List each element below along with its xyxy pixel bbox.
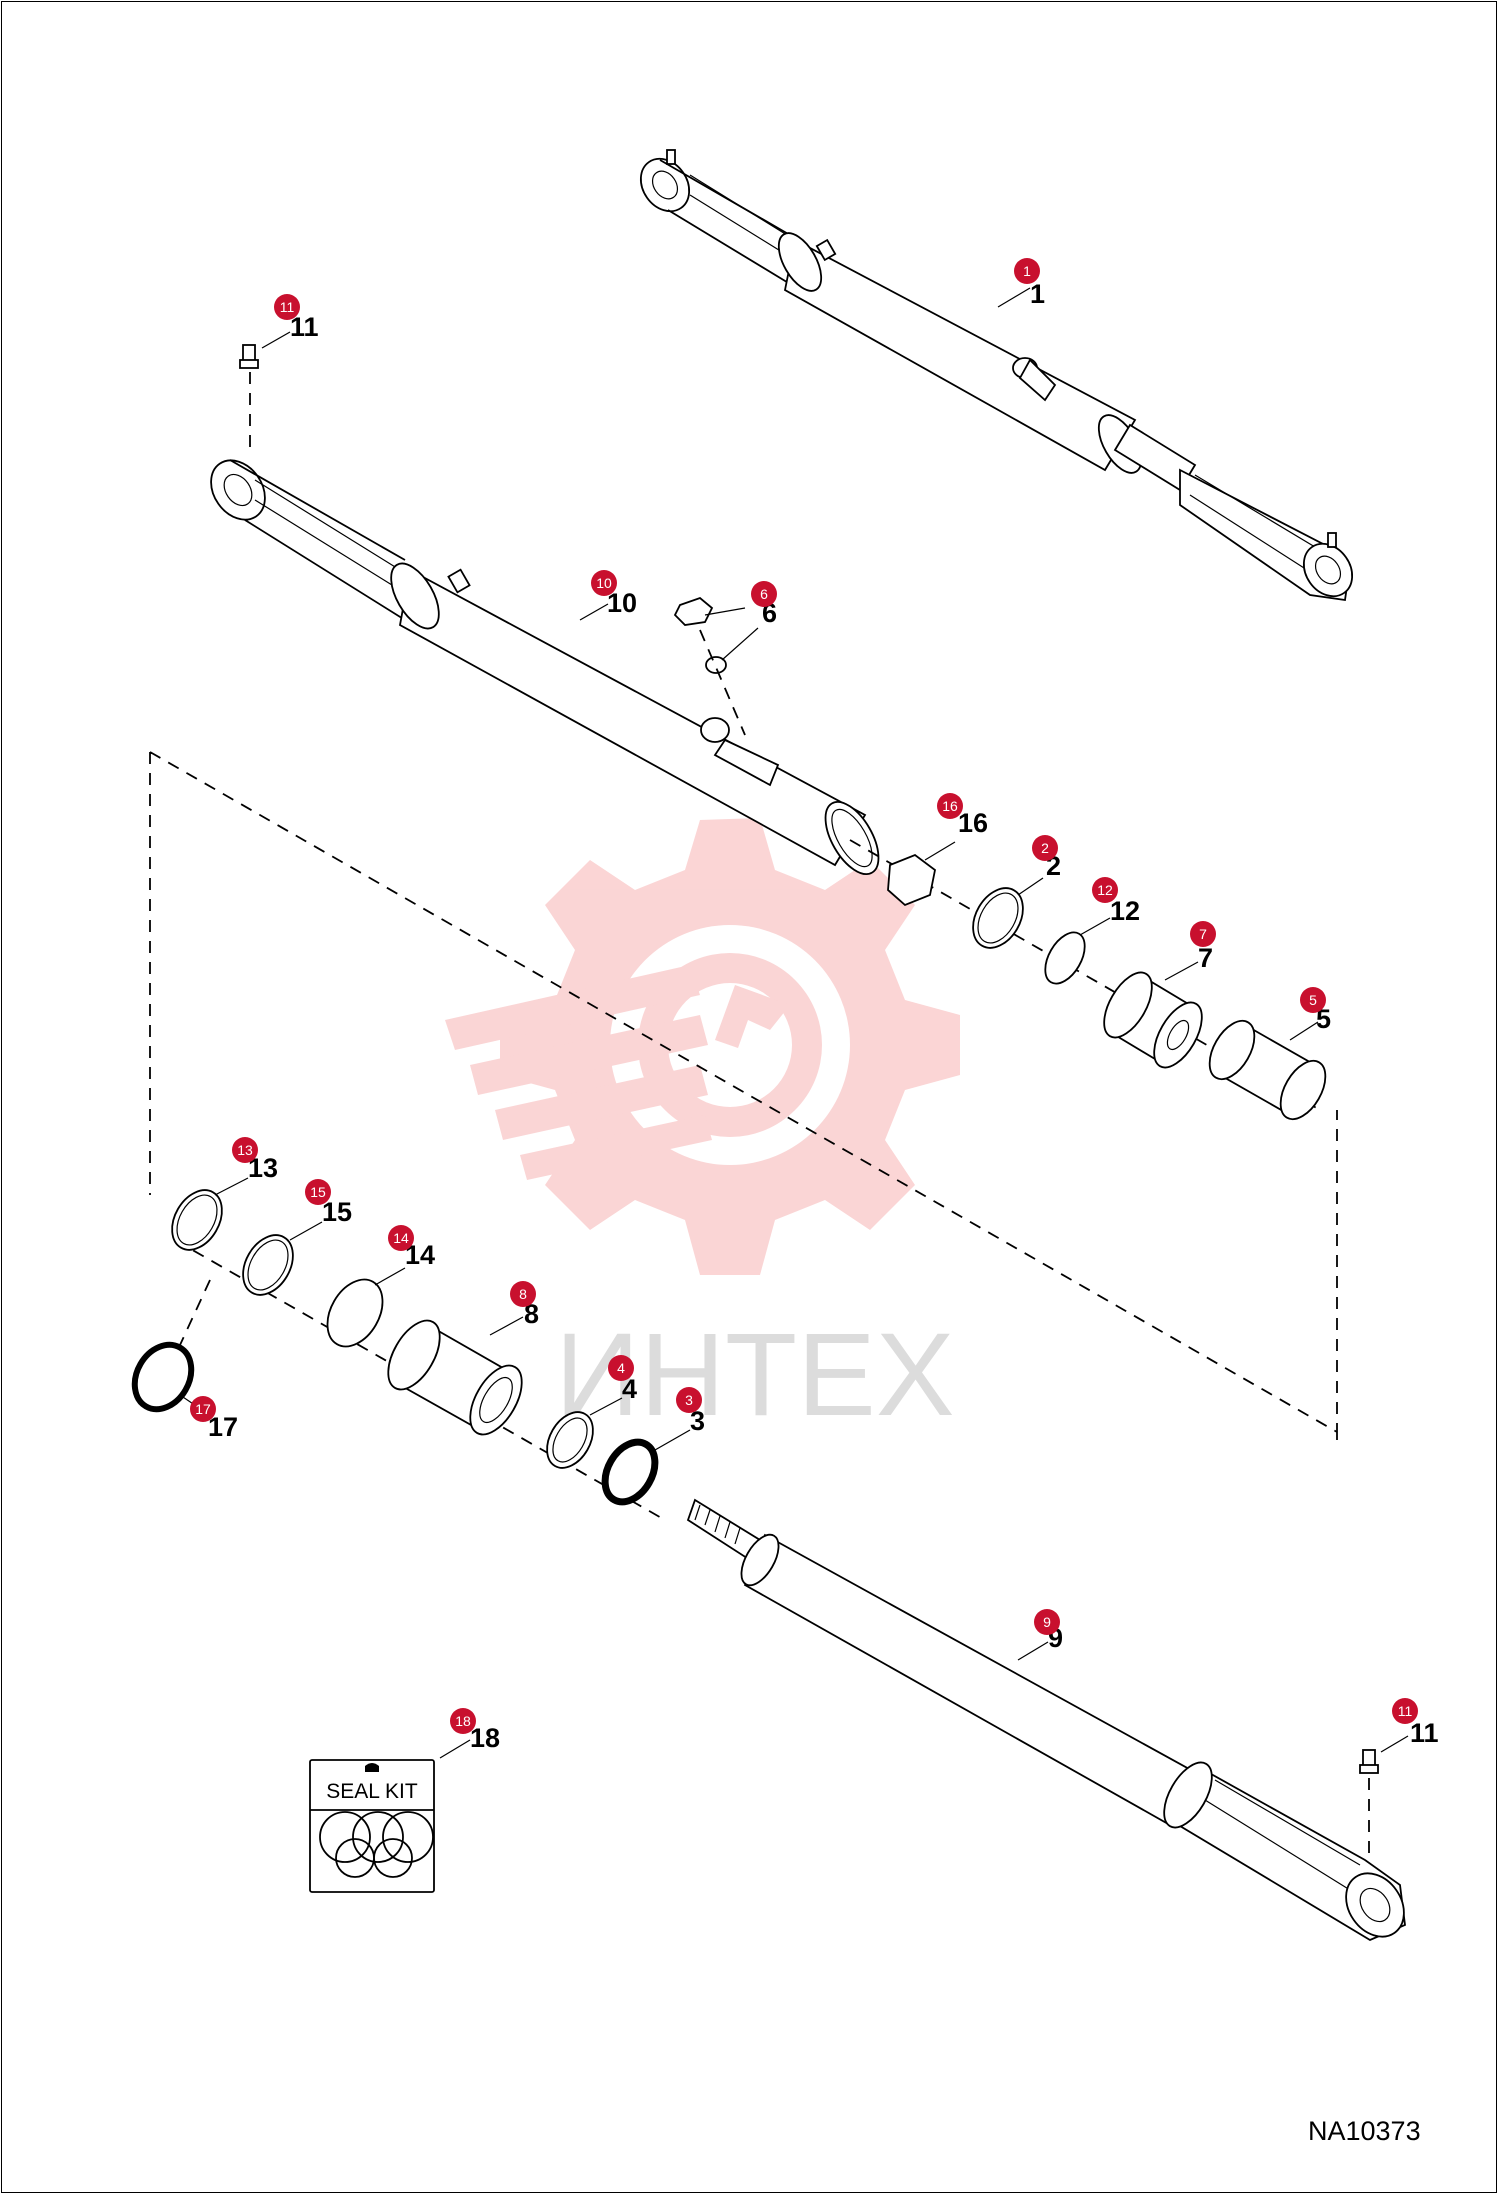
svg-text:12: 12: [1097, 882, 1113, 898]
svg-text:15: 15: [310, 1184, 326, 1200]
gland-head: [387, 1319, 523, 1436]
svg-text:14: 14: [393, 1230, 409, 1246]
callout-12-number: 12: [1110, 896, 1140, 926]
drawing-id: NA10373: [1308, 2116, 1421, 2146]
svg-text:18: 18: [455, 1713, 471, 1729]
o-ring-12: [1044, 931, 1086, 985]
svg-text:8: 8: [519, 1286, 527, 1302]
grease-fitting-bottom: [1359, 1749, 1379, 1855]
callout-7-badge[interactable]: 7: [1190, 921, 1216, 947]
callout-9-badge[interactable]: 9: [1034, 1609, 1060, 1635]
callout-15-number: 15: [322, 1197, 352, 1227]
callout-18-badge[interactable]: 18: [450, 1708, 476, 1734]
seal-kit-box: SEAL KIT: [309, 1759, 435, 1893]
callout-4-badge[interactable]: 4: [608, 1355, 634, 1381]
svg-text:2: 2: [1041, 840, 1049, 856]
svg-text:9: 9: [1043, 1614, 1051, 1630]
callout-8-number: 8: [524, 1299, 539, 1329]
svg-text:17: 17: [195, 1401, 211, 1417]
wiper-seal-3: [601, 1438, 659, 1506]
watermark-wrench-icon: [715, 985, 790, 1048]
ring-13: [171, 1189, 223, 1251]
svg-text:11: 11: [280, 299, 295, 315]
piston-nut: [887, 853, 936, 907]
grease-fitting-top: [239, 344, 259, 455]
wear-ring-4: [546, 1411, 594, 1469]
callout-1-number: 1: [1030, 279, 1045, 309]
callout-17-badge[interactable]: 17: [190, 1396, 216, 1422]
svg-text:1: 1: [1023, 263, 1031, 279]
backup-ring-2: [972, 887, 1024, 949]
callout-18-number: 18: [470, 1723, 500, 1753]
callout-16-badge[interactable]: 16: [937, 793, 963, 819]
port-plug: [673, 596, 746, 736]
ring-17: [131, 1341, 195, 1413]
callout-16-number: 16: [958, 808, 988, 838]
assembled-cylinder: [639, 149, 1354, 602]
svg-text:13: 13: [237, 1142, 253, 1158]
callout-4-number: 4: [622, 1374, 637, 1404]
svg-text:3: 3: [685, 1392, 693, 1408]
callout-6-badge[interactable]: 6: [751, 581, 777, 607]
callout-13-badge[interactable]: 13: [232, 1137, 258, 1163]
spacer-tube: [1208, 1019, 1327, 1121]
callout-11-badge[interactable]: 11: [274, 294, 300, 320]
svg-text:4: 4: [617, 1360, 625, 1376]
seal-kit-title: SEAL KIT: [326, 1780, 418, 1803]
callout-5-badge[interactable]: 5: [1300, 987, 1326, 1013]
barrel-assembly: [210, 459, 880, 875]
seal-kit-hanger-icon: [365, 1763, 379, 1772]
callout-2-badge[interactable]: 2: [1032, 835, 1058, 861]
piston-rod: [686, 1498, 1406, 1942]
svg-text:7: 7: [1199, 926, 1207, 942]
svg-text:5: 5: [1309, 992, 1317, 1008]
assembly-dashed-outline: [149, 751, 1338, 1440]
callout-14-badge[interactable]: 14: [388, 1225, 414, 1251]
watermark-speed-lines: [445, 965, 700, 1050]
callout-10-badge[interactable]: 10: [591, 570, 617, 596]
callout-12-badge[interactable]: 12: [1092, 877, 1118, 903]
svg-text:6: 6: [760, 586, 768, 602]
callout-7-number: 7: [1198, 943, 1213, 973]
callout-5-number: 5: [1316, 1004, 1331, 1034]
piston: [1103, 971, 1203, 1069]
callout-11-number-lower: 11: [1410, 1718, 1439, 1748]
callout-15-badge[interactable]: 15: [305, 1179, 331, 1205]
ring-15: [242, 1234, 294, 1296]
callout-11-badge-lower[interactable]: 11: [1392, 1698, 1418, 1724]
svg-text:10: 10: [596, 575, 612, 591]
callout-3-badge[interactable]: 3: [676, 1387, 702, 1413]
svg-text:16: 16: [942, 798, 958, 814]
watermark-logo: [445, 818, 960, 1275]
ring-14: [326, 1278, 384, 1348]
callout-3-number: 3: [690, 1406, 705, 1436]
callout-8-badge[interactable]: 8: [510, 1281, 536, 1307]
callout-1-badge[interactable]: 1: [1014, 258, 1040, 284]
svg-text:11: 11: [1398, 1703, 1413, 1719]
seal-kit-rings-icon: [319, 1811, 434, 1878]
